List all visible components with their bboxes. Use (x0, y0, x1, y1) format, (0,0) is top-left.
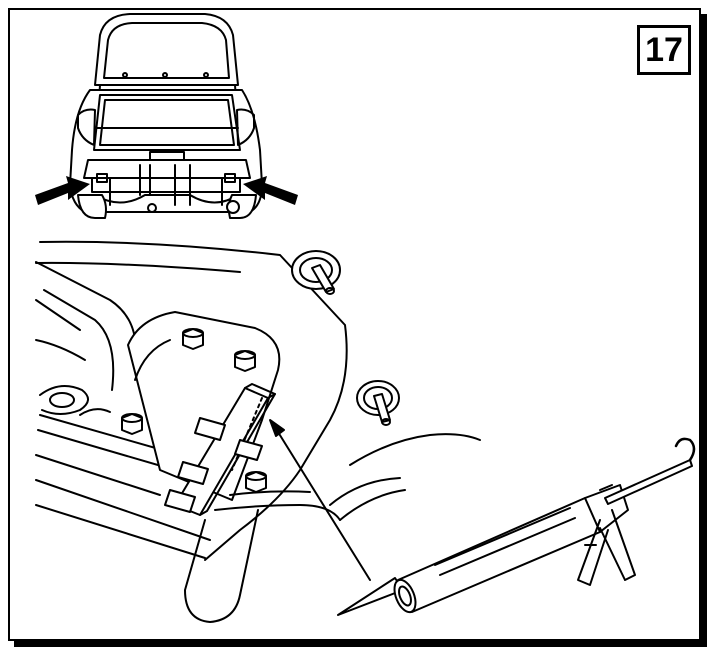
step-number: 17 (645, 30, 683, 69)
step-number-badge: 17 (637, 25, 691, 75)
callout-arrow-right (243, 176, 298, 205)
chassis-detail (35, 240, 481, 623)
rubber-plug-2 (356, 380, 400, 426)
caulking-gun (337, 437, 696, 616)
bolt-2 (234, 350, 256, 372)
rubber-plug-1 (291, 250, 341, 295)
bolt-4 (245, 471, 267, 493)
bolt-1 (182, 328, 204, 350)
pointer-arrow (269, 419, 371, 581)
bolt-3 (121, 413, 143, 435)
car-rear-view (69, 13, 263, 219)
callout-arrow-left (35, 176, 90, 205)
